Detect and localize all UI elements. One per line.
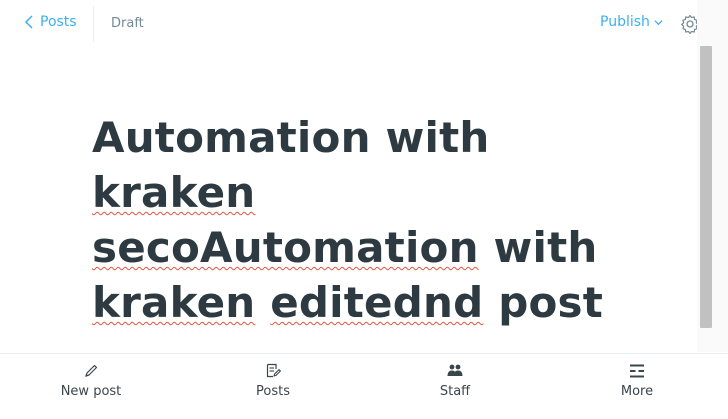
chevron-left-icon [24,15,33,29]
scrollbar-thumb[interactable] [700,46,712,328]
title-part-5: kraken [92,278,256,327]
chevron-down-icon [654,19,663,25]
back-link-label: Posts [40,14,77,30]
nav-new-post[interactable]: New post [31,362,151,399]
nav-more[interactable]: More [577,362,697,399]
publish-menu-button[interactable]: Publish [600,14,663,30]
post-title[interactable]: Automation with kraken secoAutomation with… [92,110,687,330]
bottom-navigation: New post Posts Staff More [0,353,728,419]
nav-more-label: More [620,384,654,399]
post-status: Draft [111,16,144,31]
nav-new-post-label: New post [60,384,122,399]
title-part-4: with [493,223,598,272]
header-divider [93,6,94,42]
title-part-6: editednd [270,278,484,327]
title-part-1: Automation with [92,113,490,162]
editor-header: Posts Draft Publish [0,0,699,48]
publish-label: Publish [600,14,650,30]
title-part-3: secoAutomation [92,223,479,272]
title-part-2: kraken [92,168,256,217]
people-icon [447,364,463,376]
nav-posts-label: Posts [256,384,290,399]
document-icon [266,363,281,378]
title-part-7: post [498,278,603,327]
nav-staff[interactable]: Staff [395,362,515,399]
back-to-posts-link[interactable]: Posts [24,14,77,30]
nav-posts[interactable]: Posts [213,362,333,399]
nav-staff-label: Staff [439,384,471,399]
pencil-icon [85,364,98,377]
menu-icon [630,364,644,378]
